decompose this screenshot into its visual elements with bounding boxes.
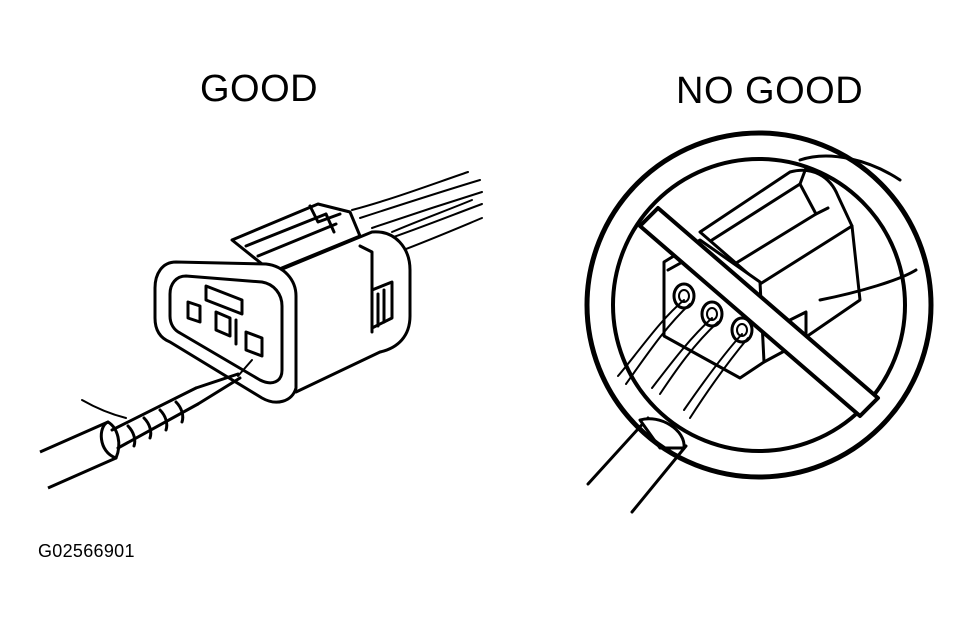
figure-id: G02566901 [38, 541, 135, 561]
good-label: GOOD [200, 68, 319, 110]
good-illustration [39, 171, 483, 490]
no-good-illustration [584, 130, 934, 514]
good-connector [153, 202, 412, 404]
good-test-probe [39, 359, 253, 490]
no-good-label: NO GOOD [676, 70, 864, 112]
good-harness-wires [351, 171, 483, 253]
prohibition-sign-icon [584, 130, 934, 480]
